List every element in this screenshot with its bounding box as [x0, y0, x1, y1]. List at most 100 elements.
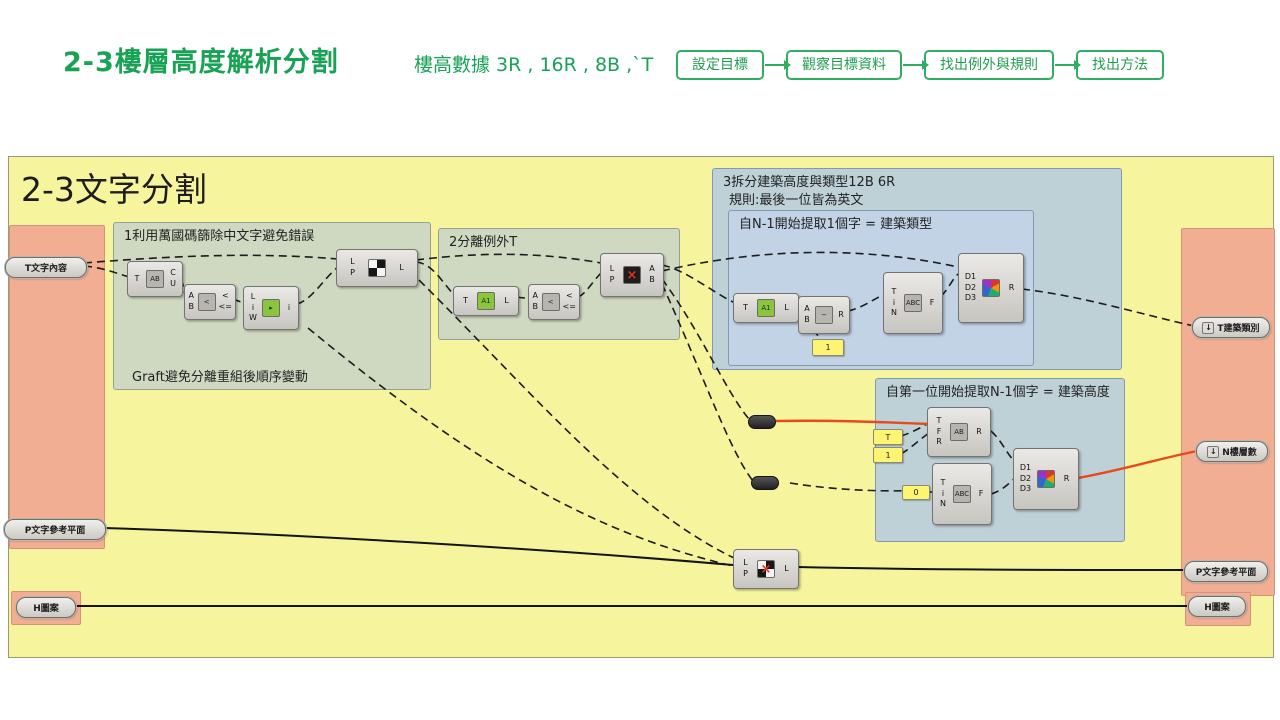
number-panel[interactable]: 0 — [902, 485, 930, 500]
component-outputs: < <= — [218, 291, 232, 311]
component-outputs: R — [838, 309, 844, 319]
component-text-char[interactable]: T i N ABC F — [883, 272, 943, 334]
step-find-method: 找出方法 — [1076, 50, 1164, 80]
group-subtitle: 規則:最後一位皆為英文 — [729, 192, 864, 208]
component-smaller-than[interactable]: A B < < <= — [184, 284, 236, 320]
component-outputs: L — [784, 302, 789, 312]
component-replace-text[interactable]: T F R AB R — [927, 407, 991, 457]
arrow-right-icon — [765, 60, 791, 70]
param-text-input[interactable]: T文字內容 — [5, 257, 87, 278]
component-outputs: F — [929, 297, 935, 307]
component-inputs: L P — [609, 264, 615, 284]
number-panel[interactable]: 1 — [873, 447, 903, 463]
component-inputs: T F R — [936, 415, 942, 447]
group-caption: Graft避免分離重組後順序變動 — [132, 370, 308, 385]
component-inputs: D1 D2 D3 — [964, 271, 977, 303]
number-panel[interactable]: 1 — [812, 339, 844, 356]
grasshopper-canvas[interactable]: 2-3文字分割 1利用萬國碼篩除中文字避免錯誤 Graft避免分離重組後順序變動… — [8, 156, 1275, 658]
text-case-icon: AB — [146, 270, 164, 288]
component-text-fragment-2[interactable]: T A1 L — [733, 293, 799, 323]
component-inputs: T i N — [891, 286, 897, 318]
component-inputs: A B — [804, 304, 810, 324]
component-entwine-2[interactable]: D1 D2 D3 R — [1013, 448, 1079, 510]
component-dispatch-2[interactable]: L P × A B — [600, 253, 664, 297]
param-label: T建築類別 — [1217, 324, 1260, 334]
component-text-fragment[interactable]: T A1 L — [453, 286, 519, 316]
step-observe-data: 觀察目標資料 — [786, 50, 902, 80]
component-text-char-2[interactable]: T i N ABC F — [932, 463, 992, 525]
component-inputs: A B — [188, 291, 195, 311]
canvas-title: 2-3文字分割 — [21, 170, 207, 209]
component-outputs: R — [976, 426, 982, 436]
component-outputs: R — [1008, 282, 1015, 292]
component-inputs: T i N — [940, 477, 946, 509]
param-pattern-input[interactable]: H圖案 — [16, 597, 76, 618]
component-outputs: < <= — [562, 291, 576, 311]
component-subtraction[interactable]: A B − R — [798, 296, 850, 334]
insert-item-icon: ▸ — [262, 299, 280, 317]
red-x-icon: × — [626, 267, 638, 283]
arrow-down-icon: ↓ — [1207, 445, 1220, 458]
param-label: P文字參考平面 — [24, 526, 86, 536]
input-region-left[interactable] — [9, 225, 105, 549]
component-dispatch-3[interactable]: L P × L — [733, 549, 799, 589]
group-title: 3拆分建築高度與類型12B 6R — [723, 175, 896, 190]
sift-pattern-icon: × — [623, 266, 641, 284]
component-outputs: i — [287, 302, 291, 312]
component-inputs: L i W — [249, 291, 257, 323]
wire-relay-node[interactable] — [748, 415, 776, 429]
param-plane-input[interactable]: P文字參考平面 — [4, 519, 106, 540]
component-outputs: L — [504, 295, 509, 305]
component-inputs: A B — [532, 291, 539, 311]
text-characters-icon: A1 — [477, 292, 495, 310]
param-label: H圖案 — [1204, 603, 1230, 613]
replace-text-icon: AB — [950, 423, 968, 441]
component-outputs: L — [784, 563, 789, 573]
component-inputs: T — [463, 295, 468, 305]
param-label: T文字內容 — [24, 264, 68, 274]
group-extract-height[interactable]: 自第一位開始提取N-1個字 = 建築高度 — [875, 378, 1125, 542]
abc-text-icon: ABC — [904, 294, 922, 312]
param-building-type-output[interactable]: ↓ T建築類別 — [1192, 317, 1270, 338]
component-outputs: R — [1063, 473, 1070, 483]
entwine-star-icon — [982, 279, 1000, 297]
group-title: 2分離例外T — [449, 235, 518, 250]
param-pattern-output[interactable]: H圖案 — [1188, 596, 1246, 617]
component-smaller-than-2[interactable]: A B < < <= — [528, 284, 580, 320]
wire-relay-node[interactable] — [751, 476, 779, 490]
red-x-icon: × — [760, 561, 772, 577]
component-inputs: T — [743, 302, 748, 312]
component-dispatch[interactable]: L P L — [336, 249, 418, 287]
group-title: 1利用萬國碼篩除中文字避免錯誤 — [124, 229, 315, 244]
param-floor-count-output[interactable]: ↓ N樓層數 — [1196, 441, 1268, 462]
less-than-icon: < — [541, 293, 560, 311]
group-title: 自N-1開始提取1個字 = 建築類型 — [739, 217, 933, 232]
component-inputs: L P — [743, 558, 748, 578]
component-outputs: F — [978, 488, 984, 498]
param-label: P文字參考平面 — [1195, 568, 1257, 578]
arrow-down-icon: ↓ — [1202, 321, 1215, 334]
abc-text-icon: ABC — [953, 485, 971, 503]
arrow-right-icon — [1055, 60, 1081, 70]
component-char-filter[interactable]: T AB C U — [127, 261, 183, 297]
dispatch-flag-icon: × — [757, 560, 775, 578]
step-find-exceptions: 找出例外與規則 — [924, 50, 1054, 80]
component-outputs: A B — [649, 264, 655, 284]
component-outputs: C U — [170, 268, 176, 288]
process-steps: 設定目標 觀察目標資料 找出例外與規則 找出方法 — [676, 50, 1164, 80]
dispatch-flag-icon — [368, 259, 386, 277]
param-label: N樓層數 — [1222, 448, 1257, 458]
less-than-icon: < — [197, 293, 216, 311]
minus-icon: − — [815, 306, 833, 324]
text-panel-T[interactable]: T — [873, 429, 903, 445]
arrow-right-icon — [903, 60, 929, 70]
text-characters-icon: A1 — [757, 299, 775, 317]
component-inputs: D1 D2 D3 — [1019, 462, 1032, 494]
component-entwine[interactable]: D1 D2 D3 R — [958, 253, 1024, 323]
param-label: H圖案 — [33, 604, 59, 614]
component-weave[interactable]: L i W ▸ i — [243, 286, 299, 330]
entwine-star-icon — [1037, 470, 1055, 488]
param-plane-output[interactable]: P文字參考平面 — [1184, 561, 1268, 582]
page-title: 2-3樓層高度解析分割 — [63, 47, 339, 78]
output-region-right[interactable] — [1181, 228, 1275, 596]
